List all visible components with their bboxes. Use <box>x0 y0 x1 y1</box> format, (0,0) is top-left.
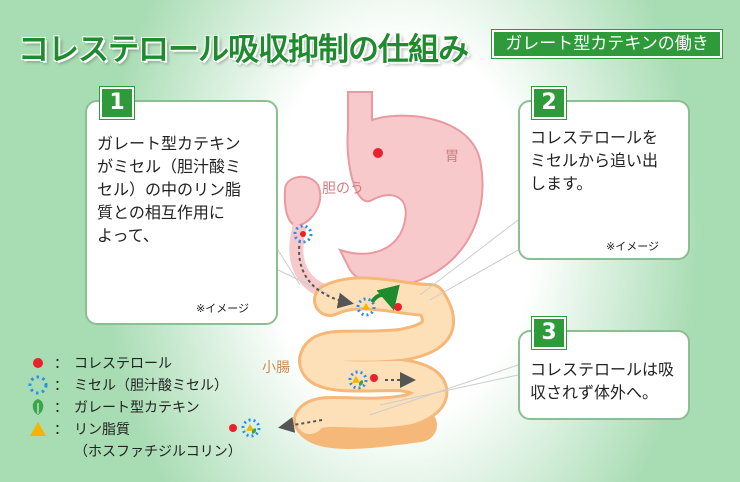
text-line: ミセルから追い出 <box>530 151 659 170</box>
micelle <box>356 297 376 317</box>
micelle <box>241 418 261 438</box>
legend-item: ： リン脂質 <box>28 418 242 440</box>
phospholipid <box>246 424 254 431</box>
text-line: します。 <box>530 174 593 193</box>
cholesterol-molecule <box>373 148 383 158</box>
legend-label: リン脂質 <box>74 422 130 438</box>
step-1-number: 1 <box>99 86 135 120</box>
phospholipid <box>352 376 360 383</box>
step-3-text: コレステロールは吸 収されず体外へ。 <box>530 358 678 404</box>
text-line: よって、 <box>97 226 159 245</box>
colon: ： <box>54 422 68 438</box>
micelle <box>348 370 368 390</box>
cholesterol-molecule <box>229 424 237 432</box>
legend-item: （ホスファチジルコリン） <box>28 440 242 462</box>
subtitle-badge: ガレート型カテキンの働き <box>491 29 723 59</box>
step-1-box: ガレート型カテキン がミセル（胆汁酸ミ セル）の中のリン脂 質との相互作用に よ… <box>85 100 278 325</box>
legend-label: ミセル（胆汁酸ミセル） <box>74 378 228 394</box>
text-line: がミセル（胆汁酸ミ <box>97 157 242 176</box>
text-line: コレステロールを <box>530 128 659 147</box>
triangle-icon <box>28 421 48 437</box>
legend-item: ： ミセル（胆汁酸ミセル） <box>28 374 242 396</box>
phospholipid <box>362 303 370 310</box>
legend-label: （ホスファチジルコリン） <box>74 444 242 460</box>
intestine-label: 小腸 <box>262 360 290 376</box>
step-2-note: ※イメージ <box>606 240 659 253</box>
catechin-leaf <box>358 380 364 386</box>
step-3-number: 3 <box>531 316 567 350</box>
colon: ： <box>54 378 68 394</box>
step-2-box: コレステロールを ミセルから追い出 します。 <box>518 100 690 260</box>
legend-label: コレステロール <box>74 356 172 372</box>
cholesterol-molecule <box>394 303 402 311</box>
text-line: 質との相互作用に <box>97 203 225 222</box>
step-1-note: ※イメージ <box>196 302 249 315</box>
legend: ： コレステロール ： ミセル（胆汁酸ミセル） ： ガレート型カテキン ： リン脂質 （… <box>28 352 242 462</box>
cholesterol-molecule <box>370 374 378 382</box>
text-line: ガレート型カテキン <box>97 134 241 153</box>
page-title: コレステロール吸収抑制の仕組み <box>18 32 469 68</box>
stomach-label: 胃 <box>445 149 459 165</box>
legend-item: ： ガレート型カテキン <box>28 396 242 418</box>
text-line: セル）の中のリン脂 <box>97 180 242 199</box>
text-line: コレステロールは吸 <box>530 360 675 379</box>
colon: ： <box>54 356 68 372</box>
cholesterol-icon <box>28 357 48 369</box>
gallbladder <box>283 175 322 227</box>
legend-label: ガレート型カテキン <box>74 400 200 416</box>
catechin-leaf <box>251 428 257 434</box>
leaf-icon <box>28 397 48 417</box>
micelle <box>293 224 313 244</box>
gallbladder-label: 胆のう <box>322 181 364 197</box>
step-1-text: ガレート型カテキン がミセル（胆汁酸ミ セル）の中のリン脂 質との相互作用に よ… <box>97 132 266 247</box>
step-2-number: 2 <box>531 86 567 120</box>
step-2-text: コレステロールを ミセルから追い出 します。 <box>530 126 678 195</box>
cholesterol-molecule <box>300 231 306 237</box>
legend-item: ： コレステロール <box>28 352 242 374</box>
colon: ： <box>54 400 68 416</box>
text-line: 収されず体外へ。 <box>530 383 659 402</box>
micelle-icon <box>28 375 48 395</box>
